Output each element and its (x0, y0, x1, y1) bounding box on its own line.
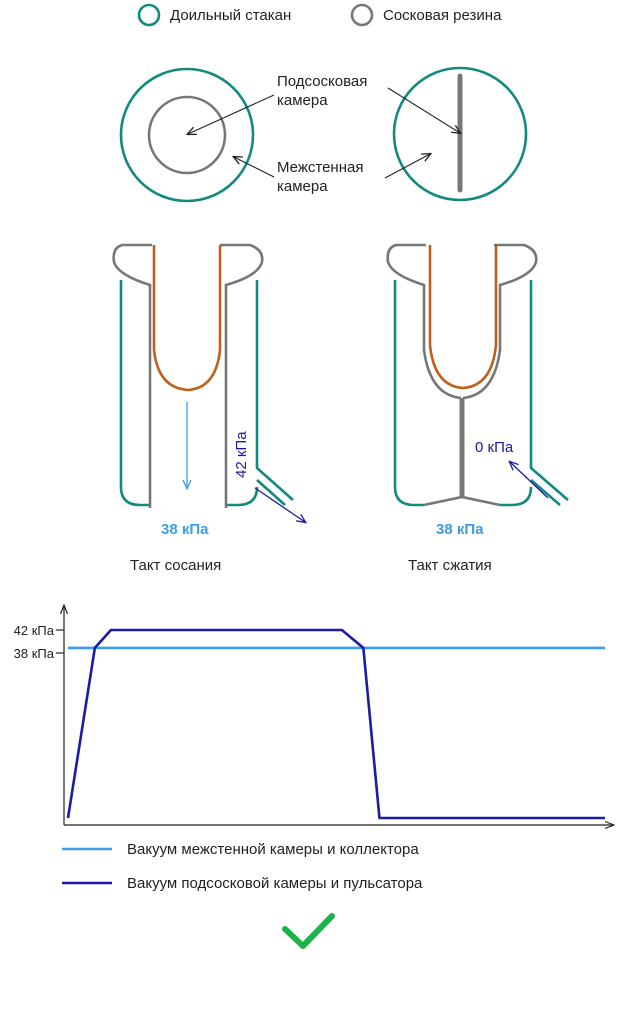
pointer-interwall-right (384, 154, 430, 179)
cup-legend-icon (137, 3, 161, 27)
chart-legend: Вакуум межстенной камеры и коллектора Ва… (62, 841, 423, 892)
cup-wall-left-right (225, 280, 294, 507)
liner-left-side-right (220, 243, 264, 508)
teat-chamber-label-line1: Подсосковая (277, 73, 367, 90)
cup-wall-left-left (119, 280, 150, 507)
cup-wall-right-left (393, 280, 424, 507)
checkmark-icon (282, 913, 335, 949)
pulse-tube-right (530, 479, 561, 506)
pointer-interwall-left (234, 157, 275, 178)
pressure-side-right: 0 кПа (475, 439, 514, 456)
series-teat-chamber-line (66, 628, 605, 820)
pulse-arrow-right (510, 462, 549, 499)
y-tick-label-42: 42 кПа (14, 623, 55, 638)
cup-ring-right (392, 66, 528, 202)
vacuum-chart: 42 кПа 38 кПа (14, 606, 613, 825)
pressure-side-left: 42 кПа (233, 431, 250, 478)
chamber-labels: Подсосковая камера Межстенная камера (188, 73, 460, 195)
teat-chamber-label-line2: камера (277, 92, 328, 109)
y-tick-label-38: 38 кПа (14, 646, 55, 661)
teat-right (428, 245, 498, 390)
liner-left-side-left (112, 243, 152, 508)
liner-right-side-left (386, 243, 462, 400)
pressure-bottom-left: 38 кПа (161, 521, 209, 538)
cup-ring-left (119, 67, 255, 203)
pulse-tube-left (256, 479, 286, 506)
cup-legend-label: Доильный стакан (170, 7, 291, 24)
pointer-teat-left (188, 94, 275, 134)
pulse-arrow-left (254, 487, 305, 522)
pointer-teat-right (387, 87, 460, 133)
longitudinal-left: 42 кПа 38 кПа Такт сосания (112, 243, 305, 574)
cup-wall-right-right (500, 280, 569, 507)
liner-legend-label: Сосковая резина (383, 7, 502, 24)
caption-right: Такт сжатия (408, 557, 492, 574)
cross-section-open (119, 67, 255, 203)
liner-ring-open (147, 95, 227, 175)
liner-collapsed-base (423, 495, 501, 507)
interwall-label-line1: Межстенная (277, 159, 363, 176)
liner-legend-icon (350, 3, 374, 27)
legend-label-interwall: Вакуум межстенной камеры и коллектора (127, 841, 419, 858)
pressure-bottom-right: 38 кПа (436, 521, 484, 538)
longitudinal-right: 0 кПа 38 кПа Такт сжатия (386, 243, 569, 574)
top-legend: Доильный стакан Сосковая резина (137, 3, 502, 27)
legend-label-teat-chamber: Вакуум подсосковой камеры и пульсатора (127, 875, 423, 892)
interwall-label-line2: камера (277, 178, 328, 195)
liner-right-side-right (462, 243, 538, 400)
caption-left: Такт сосания (130, 557, 221, 574)
cross-section-collapsed (392, 66, 528, 202)
teat-left (152, 245, 222, 392)
